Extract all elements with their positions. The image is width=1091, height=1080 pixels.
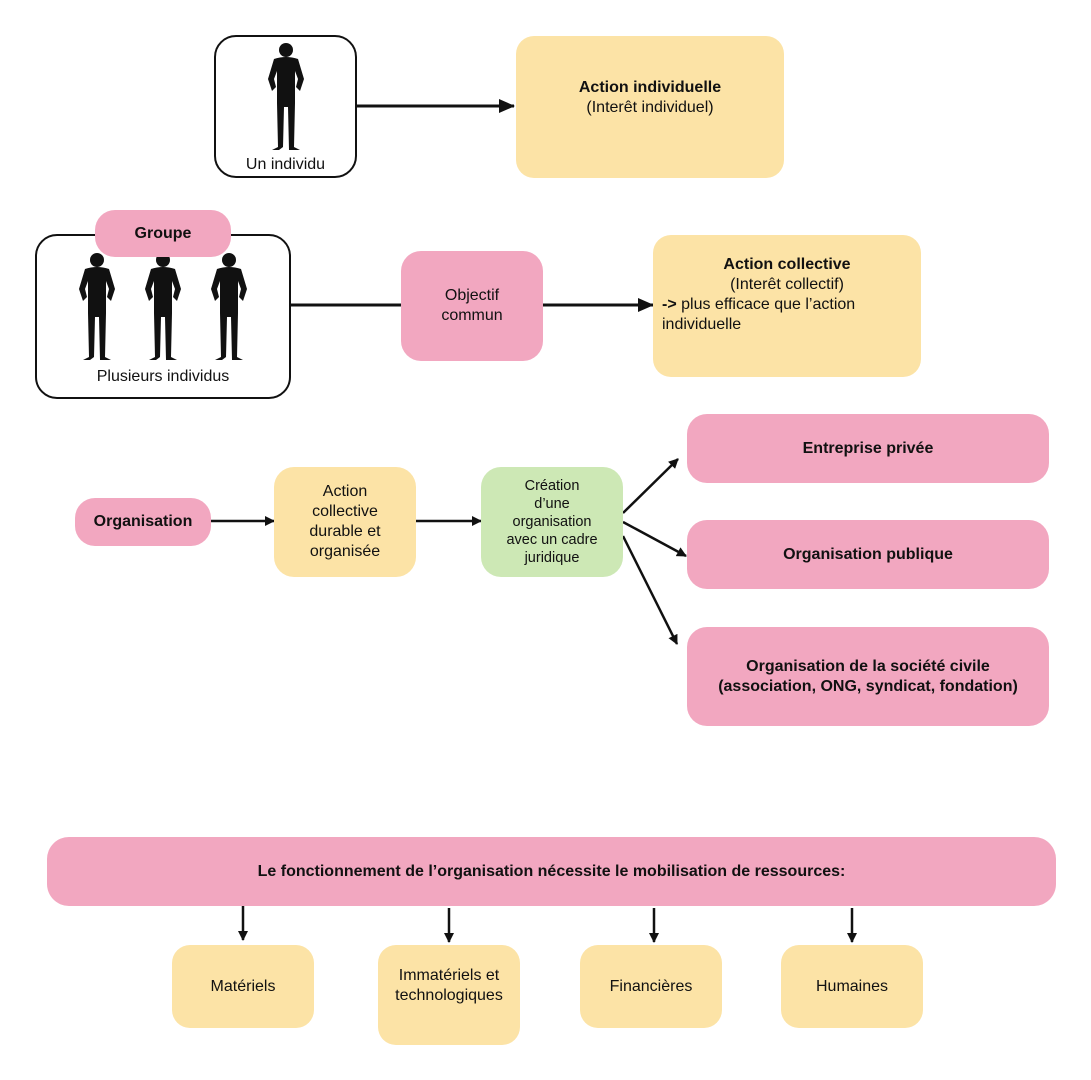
resources-banner: Le fonctionnement de l’organisation néce… xyxy=(47,837,1056,906)
group-box: Plusieurs individus xyxy=(35,234,291,399)
person-silhouette-icon xyxy=(211,253,247,360)
resource-financial: Financières xyxy=(580,945,722,1028)
group-label: Plusieurs individus xyxy=(96,368,230,385)
creation-line: juridique xyxy=(524,550,580,566)
resource-label: Humaines xyxy=(815,977,889,995)
resource-immaterial: Immatériels et technologiques xyxy=(378,945,520,1045)
collective-action-note-text: plus efficace que l’action individuelle xyxy=(662,296,856,333)
creation-box: Création d’une organisation avec un cadr… xyxy=(481,467,623,577)
durable-action-line: Action xyxy=(322,483,368,500)
group-tag: Groupe xyxy=(95,210,231,257)
collective-action-box: Action collective (Interêt collectif) ->… xyxy=(653,235,921,377)
person-silhouette-icon xyxy=(267,43,304,150)
objective-line: commun xyxy=(441,307,503,324)
durable-action-line: collective xyxy=(312,503,378,520)
objective-line: Objectif xyxy=(444,287,500,304)
resource-human: Humaines xyxy=(781,945,923,1028)
resource-label: Matériels xyxy=(210,977,276,995)
arrow-prefix: -> xyxy=(662,296,677,313)
creation-line: avec un cadre xyxy=(506,532,598,548)
person-silhouette-icon xyxy=(79,253,115,360)
creation-line: Création xyxy=(524,478,580,494)
individual-label: Un individu xyxy=(245,156,326,173)
arrow-creation-to-public xyxy=(622,520,687,558)
person-silhouette-icon xyxy=(145,253,181,360)
collective-action-note: -> plus efficace que l’action individuel… xyxy=(653,295,921,335)
durable-action-line: organisée xyxy=(309,543,381,560)
organisation-tag: Organisation xyxy=(75,498,211,546)
public-organisation-box: Organisation publique xyxy=(687,520,1049,589)
durable-action-line: durable et xyxy=(309,523,381,540)
creation-line: organisation xyxy=(512,514,592,530)
civil-society-box: Organisation de la société civile (assoc… xyxy=(687,627,1049,726)
group-tag-label: Groupe xyxy=(134,224,192,242)
resource-label: Financières xyxy=(609,977,693,995)
resources-banner-label: Le fonctionnement de l’organisation néce… xyxy=(257,862,846,880)
group-people xyxy=(75,251,251,361)
private-company-box: Entreprise privée xyxy=(687,414,1049,483)
public-organisation-label: Organisation publique xyxy=(783,545,953,563)
durable-action-box: Action collective durable et organisée xyxy=(274,467,416,577)
collective-action-subtitle: (Interêt collectif) xyxy=(730,276,844,293)
arrow-creation-to-private xyxy=(622,458,679,514)
individual-box: Un individu xyxy=(214,35,357,178)
individual-action-subtitle: (Interêt individuel) xyxy=(586,99,714,116)
civil-society-label: Organisation de la société civile xyxy=(746,657,990,675)
civil-society-examples: (association, ONG, syndicat, fondation) xyxy=(718,677,1018,695)
common-objective-box: Objectif commun xyxy=(401,251,543,361)
resource-material: Matériels xyxy=(172,945,314,1028)
arrow-creation-to-civil xyxy=(621,535,679,645)
organisation-label: Organisation xyxy=(93,513,193,530)
creation-line: d’une xyxy=(534,496,570,512)
resource-label: technologiques xyxy=(395,987,503,1004)
resource-label: Immatériels et xyxy=(398,967,500,984)
individual-action-box: Action individuelle (Interêt individuel) xyxy=(516,36,784,178)
private-company-label: Entreprise privée xyxy=(802,439,934,457)
collective-action-title: Action collective xyxy=(723,256,851,273)
individual-action-title: Action individuelle xyxy=(578,79,722,96)
